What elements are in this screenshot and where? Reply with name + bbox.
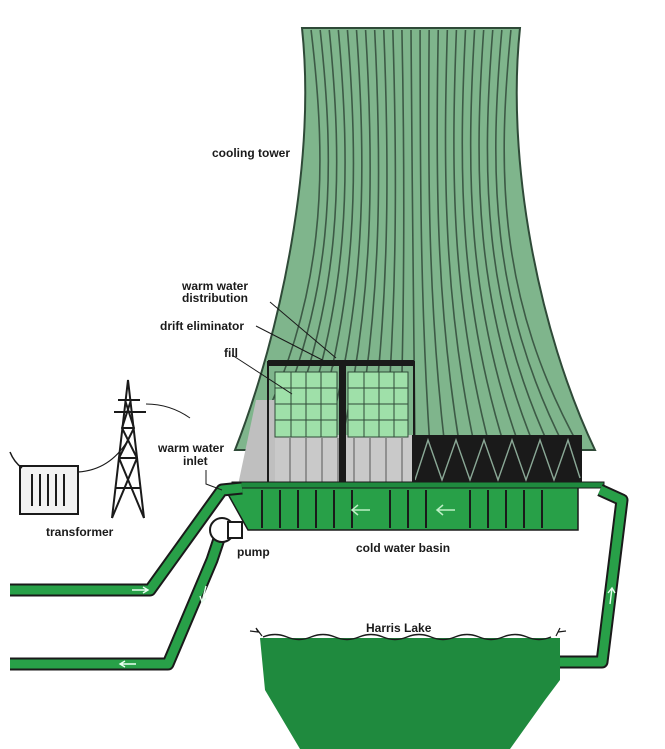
tower-rib <box>478 29 536 449</box>
label-drift-eliminator: drift eliminator <box>160 319 244 333</box>
fill-cutaway <box>267 360 415 486</box>
label-cold-water-basin: cold water basin <box>356 541 450 555</box>
tower-rib <box>486 29 551 449</box>
tower-lower-right-section <box>412 435 582 485</box>
leader-lines <box>205 301 337 491</box>
label-cooling-tower: cooling tower <box>212 146 290 160</box>
tower-rib <box>503 29 581 449</box>
label-warm-water-inlet-1: warm water <box>157 441 224 455</box>
pump <box>209 517 243 543</box>
tower-rib <box>495 29 566 449</box>
tower-rib <box>427 29 446 449</box>
label-transformer: transformer <box>46 525 114 539</box>
label-warm-water-inlet-2: inlet <box>183 454 208 468</box>
label-warm-water-distribution-2: distribution <box>182 291 248 305</box>
water-pipes <box>10 481 629 671</box>
cold-water-basin <box>222 481 605 531</box>
label-pump: pump <box>237 545 270 559</box>
harris-lake <box>249 627 567 749</box>
tower-rib <box>461 29 506 449</box>
tower-rib <box>444 29 476 449</box>
tower-rib <box>436 29 461 449</box>
labels: cooling tower warm water distribution dr… <box>46 146 450 635</box>
tower-lower-left-section <box>238 400 412 485</box>
tower-rib <box>453 29 491 449</box>
tower-rib <box>469 29 521 449</box>
label-fill: fill <box>224 346 238 360</box>
transmission-tower <box>111 379 191 519</box>
label-harris-lake: Harris Lake <box>366 621 432 635</box>
label-warm-water-distribution-1: warm water <box>181 279 248 293</box>
tower-rib <box>419 29 431 449</box>
transformer <box>9 439 129 515</box>
